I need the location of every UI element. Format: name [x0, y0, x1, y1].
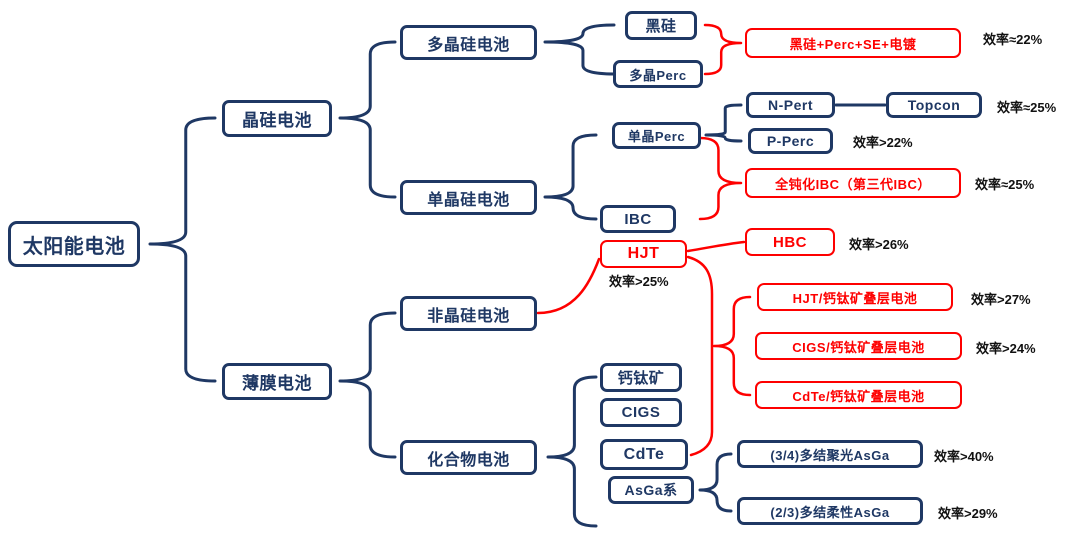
- brace-full-passivated-ibc: [698, 136, 743, 221]
- node-compound: 化合物电池: [400, 440, 537, 475]
- brace-black-silicon-stack: [703, 23, 743, 76]
- node-cdte: CdTe: [600, 439, 688, 470]
- node-amorphous: 非晶硅电池: [400, 296, 537, 331]
- node-root-solar-cell: 太阳能电池: [8, 221, 140, 267]
- node-topcon: Topcon: [886, 92, 982, 118]
- node-cdte-perovskite-tandem: CdTe/钙钛矿叠层电池: [755, 381, 962, 409]
- connector-amorphous-hjt: [536, 257, 601, 315]
- brace-compound: [546, 375, 598, 528]
- connector-hjt-hbc: [686, 240, 746, 253]
- brace-mono-perc: [704, 103, 743, 143]
- node-perovskite: 钙钛矿: [600, 363, 682, 392]
- eff-full-passivated-ibc: 效率≈25%: [975, 177, 1035, 192]
- node-thin-film: 薄膜电池: [222, 363, 332, 400]
- brace-root: [148, 116, 217, 383]
- eff-hjt-perovskite-tandem: 效率>27%: [971, 292, 1031, 307]
- eff-p-perc: 效率>22%: [853, 135, 913, 150]
- node-hjt-perovskite-tandem: HJT/钙钛矿叠层电池: [757, 283, 953, 311]
- connector-hjt-tandem-spine: [686, 255, 714, 457]
- node-polycrystalline: 多晶硅电池: [400, 25, 537, 60]
- brace-perovskite-tandem: [712, 295, 752, 397]
- node-asga-multi-concentrator: (3/4)多结聚光AsGa: [737, 440, 923, 468]
- eff-cigs-perovskite-tandem: 效率>24%: [976, 341, 1036, 356]
- node-poly-perc: 多晶Perc: [613, 60, 703, 88]
- eff-black-silicon-stack: 效率≈22%: [983, 32, 1043, 47]
- brace-asga: [698, 452, 733, 513]
- node-cigs: CIGS: [600, 398, 682, 427]
- brace-thin-film: [338, 311, 397, 459]
- node-mono-perc: 单晶Perc: [612, 122, 701, 149]
- node-crystalline-silicon: 晶硅电池: [222, 100, 332, 137]
- node-black-silicon: 黑硅: [625, 11, 697, 40]
- eff-asga-multi-concentrator: 效率>40%: [934, 449, 994, 464]
- eff-hjt: 效率>25%: [609, 274, 669, 289]
- node-monocrystalline: 单晶硅电池: [400, 180, 537, 215]
- node-p-perc: P-Perc: [748, 128, 833, 154]
- node-asga-multi-flexible: (2/3)多结柔性AsGa: [737, 497, 923, 525]
- eff-topcon: 效率≈25%: [997, 100, 1057, 115]
- eff-hbc: 效率>26%: [849, 237, 909, 252]
- node-cigs-perovskite-tandem: CIGS/钙钛矿叠层电池: [755, 332, 962, 360]
- node-n-pert: N-Pert: [746, 92, 835, 118]
- node-full-passivated-ibc: 全钝化IBC（第三代IBC）: [745, 168, 961, 198]
- node-hjt: HJT: [600, 240, 687, 268]
- brace-crystalline-silicon: [338, 40, 397, 199]
- node-black-silicon-stack: 黑硅+Perc+SE+电镀: [745, 28, 961, 58]
- node-hbc: HBC: [745, 228, 835, 256]
- eff-asga-multi-flexible: 效率>29%: [938, 506, 998, 521]
- node-ibc: IBC: [600, 205, 676, 233]
- brace-monocrystalline: [543, 133, 598, 221]
- node-asga-family: AsGa系: [608, 476, 694, 504]
- brace-polycrystalline: [543, 23, 616, 76]
